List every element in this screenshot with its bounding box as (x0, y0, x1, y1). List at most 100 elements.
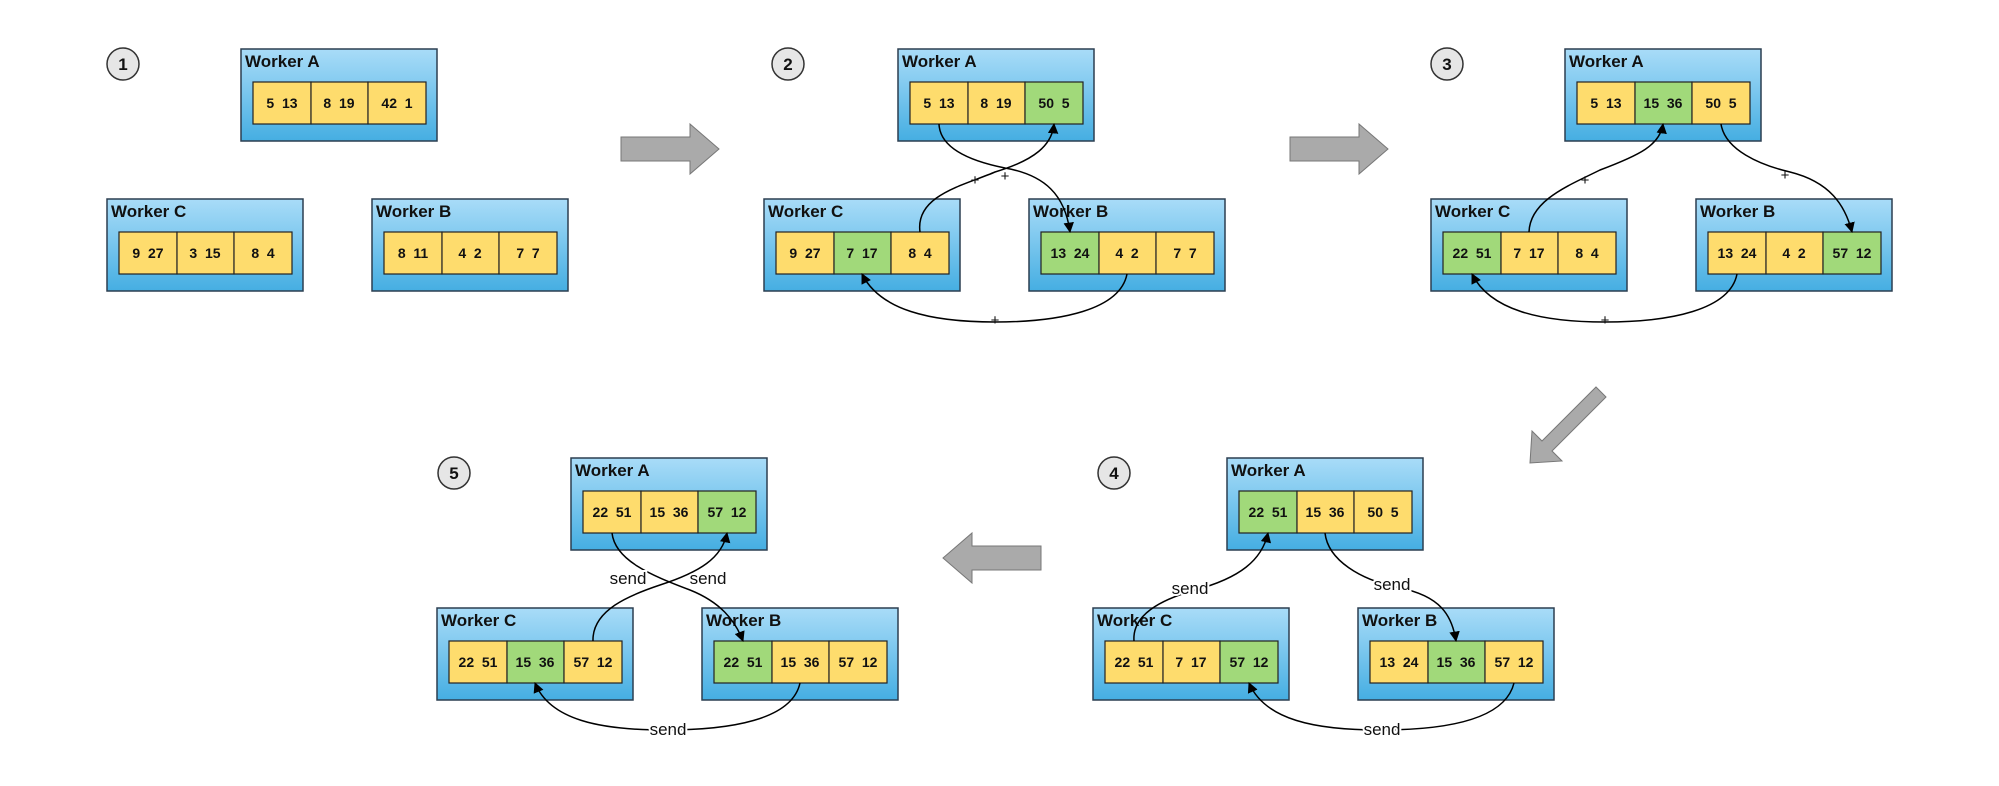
step-number: 1 (118, 55, 127, 74)
cell-value: 8 4 (251, 245, 275, 261)
edge-label: + (1601, 312, 1610, 329)
data-cell (252, 81, 312, 125)
step-marker: 4 (1097, 456, 1131, 490)
cell-value: 22 51 (459, 654, 498, 670)
data-cell (1576, 81, 1636, 125)
worker-name: Worker A (1231, 461, 1306, 480)
worker-name: Worker C (111, 202, 186, 221)
cell-value: 7 17 (1175, 654, 1206, 670)
edge-label: + (971, 172, 980, 189)
cell-value: 4 2 (1782, 245, 1806, 261)
cell-value: 50 5 (1367, 504, 1398, 520)
step-circle (1430, 47, 1464, 81)
cell-value: 8 19 (323, 95, 354, 111)
data-cell (506, 640, 565, 684)
stage-2: 2 Worker A 5 13 8 19 50 5 Worker C 9 27 … (763, 47, 1226, 329)
worker-name: Worker B (1362, 611, 1437, 630)
worker-b: Worker B 13 24 4 2 57 12 (1695, 198, 1893, 292)
worker-b: Worker B 13 24 15 36 57 12 (1357, 607, 1555, 701)
cell-value: 42 1 (381, 95, 412, 111)
cell-value: 4 2 (1115, 245, 1139, 261)
data-cell (383, 231, 443, 275)
cell-value: 9 27 (132, 245, 163, 261)
cell-value: 7 7 (516, 245, 540, 261)
worker-c: Worker C 22 51 7 17 8 4 (1430, 198, 1628, 292)
worker-name: Worker C (1097, 611, 1172, 630)
cell-value: 4 2 (458, 245, 482, 261)
step-circle (106, 47, 140, 81)
edge-label: + (991, 312, 1000, 329)
data-cell (1098, 231, 1157, 275)
data-cell (1369, 640, 1429, 684)
edge-c-to-a (1133, 531, 1272, 642)
worker-c: Worker C 22 51 15 36 57 12 (436, 607, 634, 701)
edge-label: send (650, 720, 687, 739)
data-cell (1765, 231, 1824, 275)
worker-name: Worker B (1033, 202, 1108, 221)
cell-value: 22 51 (1249, 504, 1288, 520)
flow-arrow-1-to-2 (620, 122, 720, 176)
data-cell (498, 231, 558, 275)
worker-name: Worker A (245, 52, 320, 71)
cell-value: 15 36 (781, 654, 820, 670)
worker-a: Worker A 22 51 15 36 50 5 (1226, 457, 1424, 551)
edge-label: send (690, 569, 727, 588)
data-cell (367, 81, 427, 125)
cell-value: 22 51 (724, 654, 763, 670)
data-cell (233, 231, 293, 275)
cell-value: 57 12 (1230, 654, 1269, 670)
edge-label: + (1581, 172, 1590, 189)
data-cell (1353, 490, 1413, 534)
cell-value: 8 19 (980, 95, 1011, 111)
data-cell (310, 81, 369, 125)
cell-value: 13 24 (1380, 654, 1419, 670)
edge-b-to-c (1247, 682, 1515, 731)
cell-value: 9 27 (789, 245, 820, 261)
stage-3: 3 Worker A 5 13 15 36 50 5 Worker C 22 5… (1430, 47, 1893, 329)
cell-value: 15 36 (1644, 95, 1683, 111)
data-cell (1024, 81, 1084, 125)
data-cell (771, 640, 830, 684)
worker-name: Worker B (706, 611, 781, 630)
cell-value: 7 7 (1173, 245, 1197, 261)
flow-arrow-2-to-3 (1289, 122, 1389, 176)
worker-name: Worker A (575, 461, 650, 480)
edge-label: send (610, 569, 647, 588)
edge-label: send (1374, 575, 1411, 594)
cell-value: 8 11 (398, 245, 429, 261)
data-cell (563, 640, 623, 684)
cell-value: 5 13 (923, 95, 954, 111)
cell-value: 57 12 (839, 654, 878, 670)
worker-b: Worker B 8 11 4 2 7 7 (371, 198, 569, 292)
step-marker: 5 (437, 456, 471, 490)
edge-a-to-b (1720, 123, 1855, 234)
cell-value: 13 24 (1718, 245, 1757, 261)
step-marker: 2 (771, 47, 805, 81)
worker-name: Worker A (1569, 52, 1644, 71)
data-cell (448, 640, 508, 684)
cell-value: 8 4 (1575, 245, 1599, 261)
worker-a: Worker A 5 13 8 19 50 5 (897, 48, 1095, 142)
edge-label: + (1001, 168, 1010, 185)
data-cell (1427, 640, 1486, 684)
edge-label: send (1364, 720, 1401, 739)
cell-value: 7 17 (1513, 245, 1544, 261)
cell-value: 5 13 (1590, 95, 1621, 111)
data-cell (1634, 81, 1693, 125)
data-cell (1822, 231, 1882, 275)
worker-name: Worker C (441, 611, 516, 630)
data-cell (775, 231, 835, 275)
data-cell (1155, 231, 1215, 275)
worker-name: Worker B (376, 202, 451, 221)
worker-name: Worker B (1700, 202, 1775, 221)
edge-b-to-c (861, 273, 1128, 323)
step-number: 4 (1109, 464, 1119, 483)
worker-a: Worker A 22 51 15 36 57 12 (570, 457, 768, 551)
cell-value: 57 12 (1495, 654, 1534, 670)
data-cell (1040, 231, 1100, 275)
data-cell (640, 490, 699, 534)
data-cell (118, 231, 178, 275)
cell-value: 15 36 (1306, 504, 1345, 520)
data-cell (828, 640, 888, 684)
